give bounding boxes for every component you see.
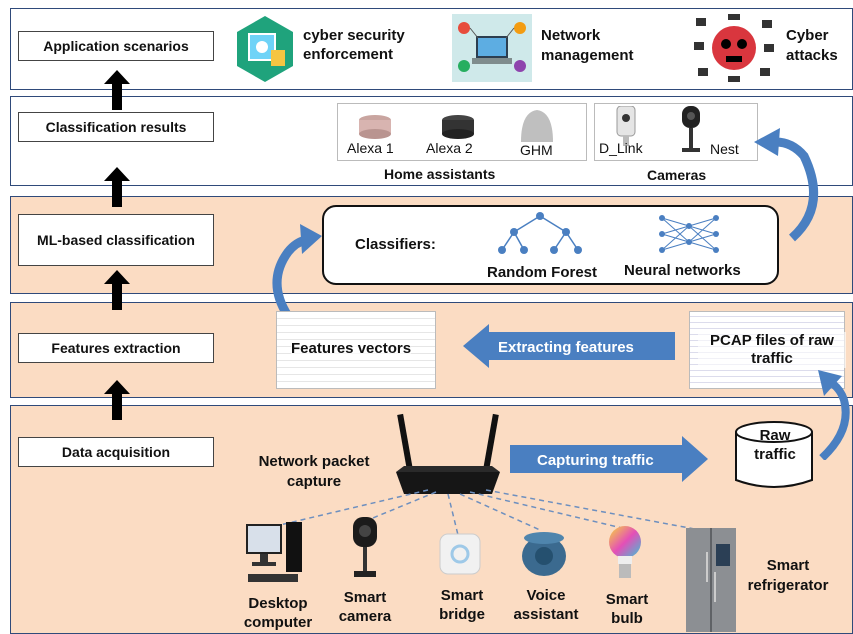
smart-refrigerator-icon	[686, 528, 736, 632]
extracting-features-arrow	[463, 324, 675, 368]
extracting-features-label: Extracting features	[498, 339, 634, 356]
network-management-icon	[452, 14, 532, 82]
stage-classification-results: Classification results	[18, 112, 214, 142]
alexa2-icon	[442, 115, 474, 139]
desktop-label: Desktop computer	[243, 595, 313, 631]
smart-bulb-icon	[609, 526, 641, 578]
voice-assistant-label: Voice assistant	[513, 587, 579, 623]
router-icon	[396, 413, 500, 494]
smart-bridge-icon	[439, 533, 481, 575]
dlink-label: D_Link	[599, 140, 643, 156]
cyber-security-label: cyber security enforcement	[303, 27, 405, 63]
cyber-attacks-label: Cyber attacks	[786, 27, 838, 64]
ghm-label: GHM	[520, 142, 553, 158]
stage-data-acquisition: Data acquisition	[18, 437, 214, 467]
nest-camera-icon	[682, 106, 700, 152]
smart-camera-icon	[353, 517, 377, 577]
voice-assistant-icon	[522, 532, 566, 576]
random-forest-icon	[498, 212, 582, 254]
nest-label: Nest	[710, 141, 739, 157]
neural-network-icon	[659, 215, 719, 253]
classifiers-box	[322, 205, 779, 285]
home-assistants-title: Home assistants	[384, 166, 496, 182]
skull-icon	[694, 14, 774, 82]
ghm-icon	[521, 110, 553, 142]
curved-arrow-features	[272, 224, 322, 318]
classifiers-label: Classifiers:	[355, 236, 436, 253]
random-forest-label: Random Forest	[487, 264, 598, 281]
capturing-traffic-arrow	[510, 436, 708, 482]
capturing-traffic-label: Capturing traffic	[537, 452, 654, 469]
dlink-camera-icon	[616, 106, 636, 146]
alexa2-label: Alexa 2	[426, 140, 473, 156]
raw-traffic-cylinder	[735, 421, 813, 488]
pcap-label: PCAP files of raw traffic	[698, 332, 846, 368]
raw-traffic-label: Raw traffic	[754, 427, 796, 463]
alexa1-icon	[359, 115, 391, 139]
up-arrow-1	[104, 70, 130, 110]
cameras-title: Cameras	[647, 167, 707, 183]
network-management-label: Network management	[541, 27, 634, 64]
up-arrow-2	[104, 167, 130, 207]
network-capture-label: Network packet capture	[258, 453, 370, 490]
stage-features-extraction: Features extraction	[18, 333, 214, 363]
smart-refrigerator-label: Smart refrigerator	[747, 557, 829, 594]
neural-networks-label: Neural networks	[624, 262, 741, 279]
up-arrow-3	[104, 270, 130, 310]
curved-arrow-pcap	[818, 370, 850, 460]
alexa1-label: Alexa 1	[347, 140, 394, 156]
stage-ml-classification: ML-based classification	[18, 214, 214, 266]
up-arrow-4	[104, 380, 130, 420]
features-vectors-label: Features vectors	[291, 340, 412, 357]
smart-bulb-label: Smart bulb	[605, 591, 649, 627]
smart-bridge-label: Smart bridge	[439, 587, 485, 623]
desktop-icon	[246, 522, 302, 582]
stage-application: Application scenarios	[18, 31, 214, 61]
curved-arrow-results	[754, 128, 819, 242]
shield-icon	[237, 16, 293, 82]
smart-camera-label: Smart camera	[338, 589, 392, 625]
